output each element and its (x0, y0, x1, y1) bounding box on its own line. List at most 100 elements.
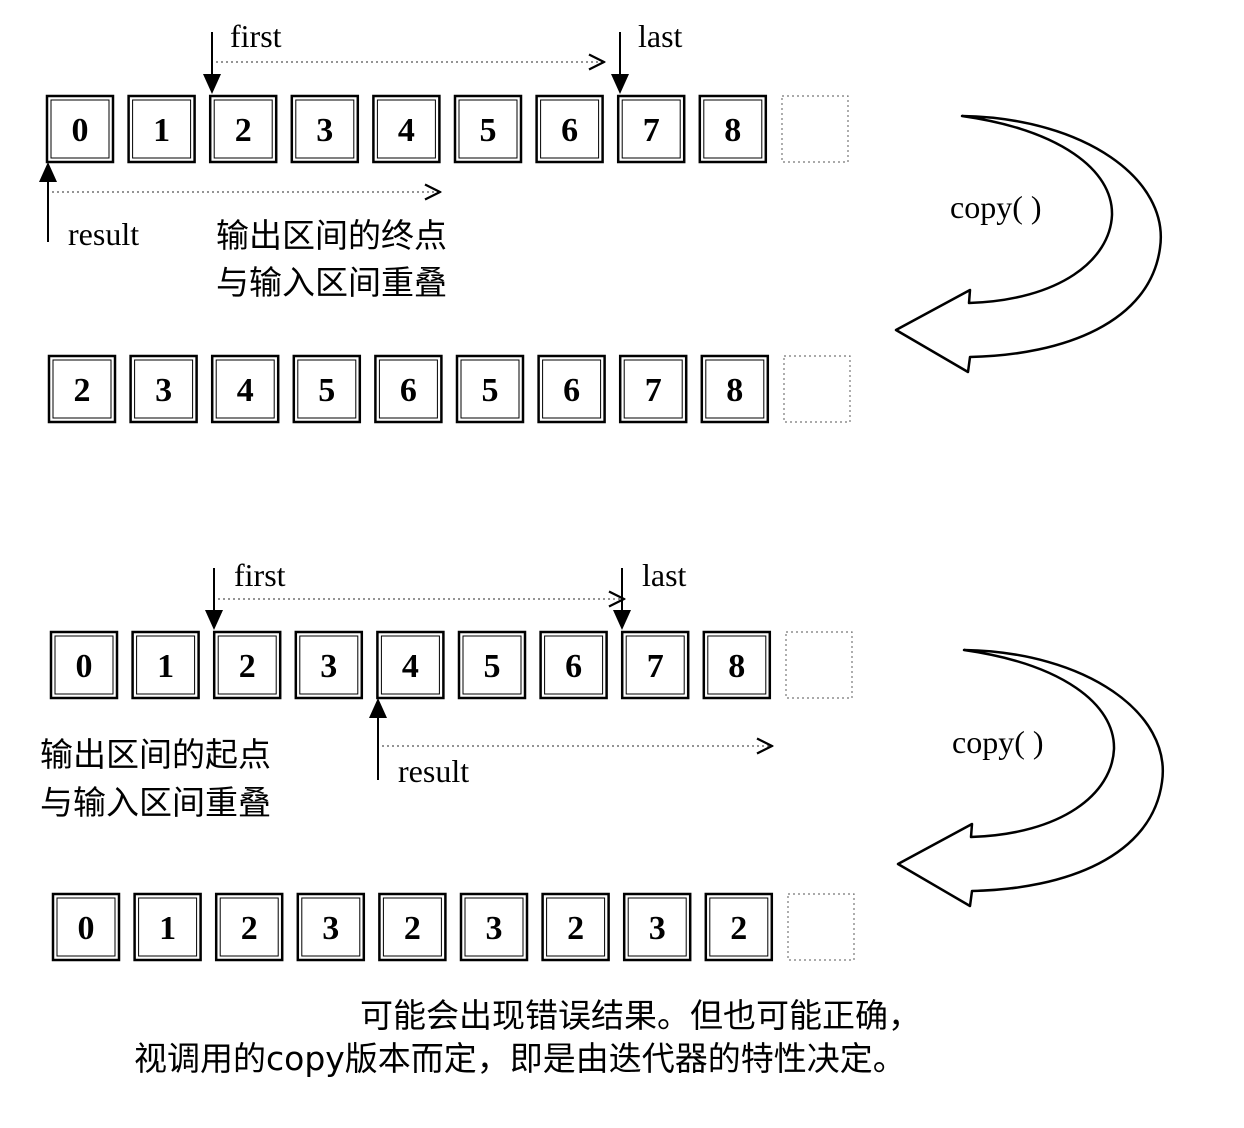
array-cell-box (292, 354, 362, 424)
array-cell-inner-border (217, 635, 277, 695)
array-cell: 6 (535, 94, 604, 164)
array-cell-inner-border (546, 897, 606, 957)
array-cell-box (698, 94, 768, 164)
array-cell: 2 (704, 892, 774, 962)
array-cell-box (45, 94, 115, 164)
result-label: result (68, 216, 139, 252)
copy-function-label: copy( ) (952, 724, 1044, 760)
array-cell-value: 2 (74, 372, 91, 409)
array-cell-box (537, 354, 606, 424)
array-cell-value: 6 (565, 648, 582, 685)
array-cell-value: 8 (726, 372, 743, 409)
array-cell-value: 2 (567, 910, 584, 947)
array-cell: 3 (290, 94, 360, 164)
array-cell-value: 6 (561, 112, 578, 149)
array-cell-value: 7 (645, 372, 662, 409)
array-cell-value: 0 (72, 112, 89, 149)
array-cell-box (214, 892, 284, 962)
caption-line-1: 可能会出现错误结果。但也可能正确， (360, 996, 921, 1035)
result-label: result (398, 753, 469, 789)
array-cell-inner-border (544, 635, 604, 695)
array-cell-box (700, 354, 770, 424)
array-cell-value: 2 (404, 910, 421, 947)
array-cell-inner-border (462, 635, 522, 695)
array-cell-inner-border (625, 635, 685, 695)
overlap-note-line-1: 输出区间的终点 (216, 216, 447, 255)
array-cell-box (618, 354, 688, 424)
array-cell-inner-border (705, 359, 765, 419)
last-pointer-arrowhead (613, 610, 631, 630)
past-end-cell (787, 893, 855, 961)
array-cell-value: 3 (322, 910, 339, 947)
array-cell-box (296, 892, 366, 962)
overlap-note-line-2: 与输入区间重叠 (216, 263, 447, 302)
array-cell-box (47, 354, 117, 424)
array-cell: 1 (133, 892, 202, 962)
array-cell-value: 3 (316, 112, 333, 149)
array-cell-value: 1 (153, 112, 170, 149)
array-cell-inner-border (134, 359, 194, 419)
array-cell-value: 1 (157, 648, 174, 685)
array-cell-value: 5 (318, 372, 335, 409)
array-cell-box (616, 94, 686, 164)
array-cell-inner-border (627, 897, 687, 957)
last-label: last (642, 557, 687, 593)
array-cell-box (622, 892, 692, 962)
array-cell-inner-border (542, 359, 602, 419)
copy-curved-arrow (894, 114, 1163, 374)
first-pointer-arrowhead (203, 74, 221, 94)
array-cell: 3 (294, 630, 364, 700)
array-cell-box (212, 630, 282, 700)
result-pointer-arrowhead (39, 162, 57, 182)
array-cell-inner-border (219, 897, 279, 957)
array-cell-box (133, 892, 202, 962)
overlap-note-line-2: 与输入区间重叠 (40, 783, 271, 822)
array-cell-value: 2 (730, 910, 747, 947)
array-cell: 2 (47, 354, 117, 424)
array-cell: 1 (127, 94, 196, 164)
array-cell: 8 (702, 630, 772, 700)
array-cell: 1 (131, 630, 200, 700)
array-cell-box (49, 630, 119, 700)
array-cell-inner-border (297, 359, 357, 419)
array-cell: 7 (618, 354, 688, 424)
array-cell-inner-border (623, 359, 683, 419)
array-cell-box (455, 354, 525, 424)
copy-curved-arrow (896, 648, 1165, 908)
copy-function-label: copy( ) (950, 189, 1042, 225)
array-cell-box (539, 630, 608, 700)
array-cell-inner-border (213, 99, 273, 159)
array-cell-inner-border (376, 99, 436, 159)
array-cell-value: 5 (480, 112, 497, 149)
array-cell-value: 0 (76, 648, 93, 685)
array-cell-inner-border (52, 359, 112, 419)
array-cell-inner-border (458, 99, 518, 159)
array-cell: 5 (455, 354, 525, 424)
array-cell-value: 8 (728, 648, 745, 685)
array-cell: 6 (539, 630, 608, 700)
array-cell-box (372, 94, 441, 164)
array-cell-inner-border (138, 897, 198, 957)
array-cell-value: 7 (647, 648, 664, 685)
last-label: last (638, 18, 683, 54)
array-cell-box (374, 354, 443, 424)
array-cell-box (51, 892, 121, 962)
array-cell-box (129, 354, 198, 424)
array-cell: 6 (374, 354, 443, 424)
array-cell: 4 (210, 354, 280, 424)
array-cell-inner-border (301, 897, 361, 957)
array-cell: 3 (296, 892, 366, 962)
past-end-cell (785, 631, 853, 699)
result-pointer-arrowhead (369, 698, 387, 718)
caption-line-2: 视调用的copy版本而定，即是由迭代器的特性决定。 (134, 1039, 906, 1078)
array-cell: 4 (372, 94, 441, 164)
array-cell-box (210, 354, 280, 424)
array-cell-box (376, 630, 445, 700)
array-cell: 7 (620, 630, 690, 700)
array-cell-value: 3 (486, 910, 503, 947)
array-cell-inner-border (56, 897, 116, 957)
